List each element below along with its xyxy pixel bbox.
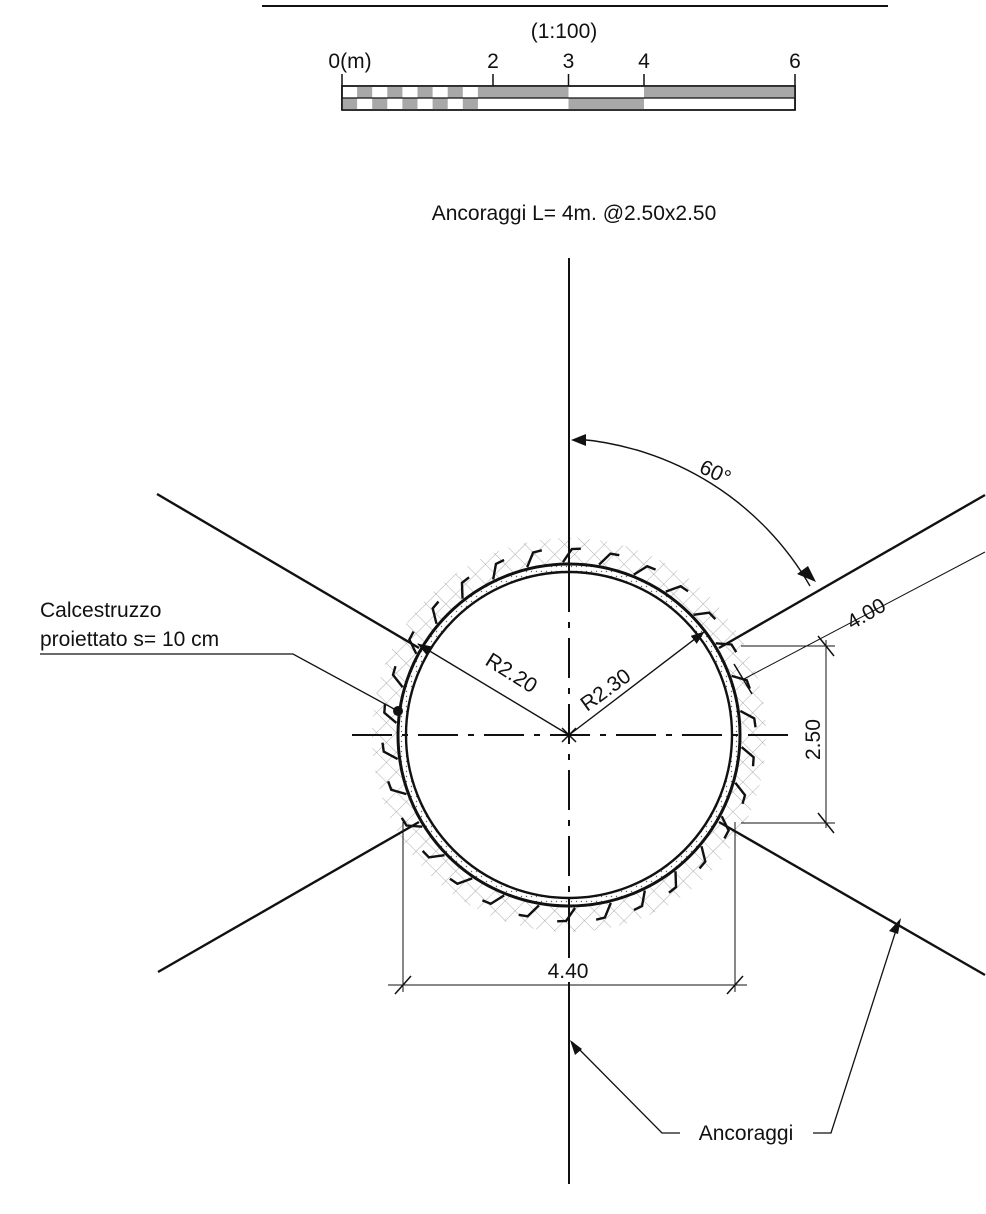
rock-mark <box>391 665 404 689</box>
width-label: 4.40 <box>548 960 589 983</box>
scale-bar: (1:100) 0(m) 2 3 4 6 <box>262 5 888 111</box>
scale-tick-label: 4 <box>638 50 650 73</box>
shotcrete-label-line2: proiettato s= 10 cm <box>40 628 219 651</box>
scale-tick-label: 3 <box>563 50 575 73</box>
anchor-upper-left <box>156 492 420 650</box>
anchor-length-dimension: 4.00 <box>733 551 986 695</box>
rock-mark <box>665 584 689 593</box>
anchors-callout: Ancoraggi <box>570 918 901 1145</box>
anchor-lower-right <box>718 820 986 977</box>
rock-mark <box>562 547 581 563</box>
angle-label: 60° <box>696 456 735 490</box>
width-dimension: 4.40 <box>388 822 747 995</box>
inner-radius-label: R2.20 <box>481 649 541 698</box>
anchor-upper-right <box>718 493 986 650</box>
rock-mark <box>408 631 418 655</box>
anchors-label: Ancoraggi <box>699 1122 794 1145</box>
scale-block <box>462 98 478 110</box>
scale-block <box>417 86 433 98</box>
rock-mark <box>668 871 678 894</box>
rock-mark <box>715 642 738 653</box>
scale-tick-label: 6 <box>789 50 801 73</box>
rock-irregularity-marks <box>381 547 757 923</box>
rock-mark <box>557 907 576 923</box>
rock-mark <box>731 674 751 690</box>
shotcrete-label-line1: Calcestruzzo <box>40 599 161 622</box>
scale-tick-label: 0(m) <box>328 50 371 73</box>
rock-mark <box>598 552 620 566</box>
rock-mark <box>693 611 717 620</box>
rock-mark <box>698 845 707 870</box>
scale-block <box>493 86 569 98</box>
scale-block <box>477 86 493 98</box>
scale-block <box>568 98 644 110</box>
anchor-lower-left <box>157 820 420 974</box>
rock-mark <box>460 576 470 599</box>
scale-block <box>357 86 373 98</box>
scale-block <box>402 98 418 110</box>
rock-mark <box>595 902 612 921</box>
rock-mark <box>734 781 747 805</box>
rock-mark <box>421 850 445 859</box>
rock-mark <box>381 742 399 761</box>
rock-mark <box>449 877 473 886</box>
scale-block <box>432 98 448 110</box>
anchor-length-label: 4.00 <box>843 594 890 634</box>
drawing-heading: Ancoraggi L= 4m. @2.50x2.50 <box>432 202 717 225</box>
scale-block <box>387 86 403 98</box>
rock-mark <box>383 703 398 724</box>
scale-title: (1:100) <box>531 20 598 43</box>
rock-mark <box>387 780 407 796</box>
scale-block <box>342 98 358 110</box>
rock-mark <box>526 549 543 568</box>
rock-mark <box>400 817 423 828</box>
radius-dimensions: R2.20 R2.30 <box>417 631 705 736</box>
rock-mark <box>518 904 540 918</box>
rock-mark <box>481 894 505 906</box>
rock-anchors <box>156 492 986 977</box>
shotcrete-callout: Calcestruzzo proiettato s= 10 cm <box>40 599 403 716</box>
scale-block <box>447 86 463 98</box>
rock-mark <box>492 558 505 580</box>
scale-block <box>372 98 388 110</box>
rock-mark <box>633 890 646 912</box>
scale-tick-label: 2 <box>487 50 499 73</box>
spacing-dimension: 2.50 <box>741 635 835 834</box>
rock-mark <box>720 815 730 839</box>
spacing-label: 2.50 <box>802 719 825 760</box>
scale-bar-segments <box>341 85 796 111</box>
rock-mark <box>633 564 657 576</box>
outer-radius-label: R2.30 <box>576 664 635 716</box>
rock-mark <box>739 709 757 728</box>
center-axes <box>352 258 788 1184</box>
scale-block <box>644 86 795 98</box>
rock-mark <box>431 600 440 625</box>
rock-mark <box>740 746 755 767</box>
